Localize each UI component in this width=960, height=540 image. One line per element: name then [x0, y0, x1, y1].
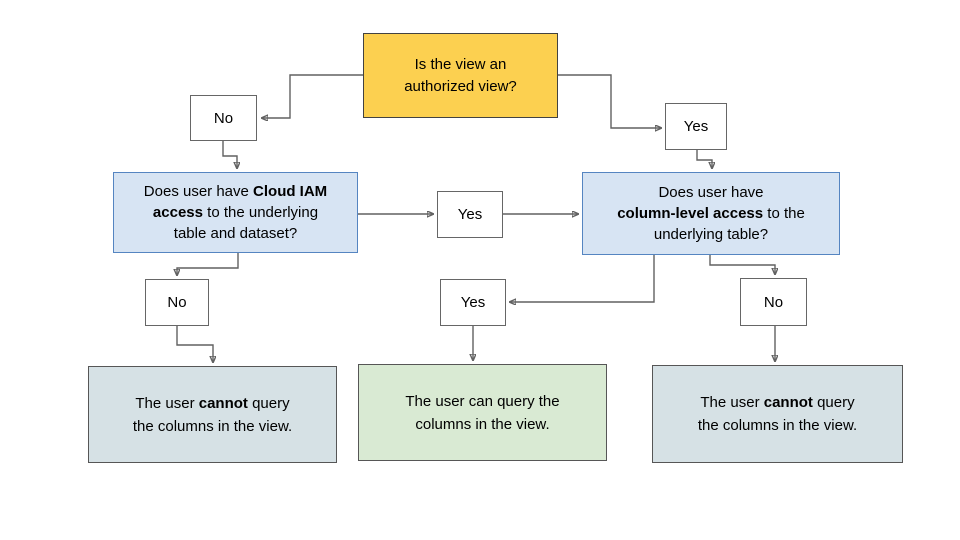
text-segment: The user	[700, 394, 764, 411]
branch-no-right: No	[740, 278, 807, 326]
connector-no-to-iam-question	[222, 141, 237, 168]
branch-yes-middle: Yes	[437, 191, 503, 238]
connector-root-to-no	[262, 74, 363, 118]
text-segment: Does user have	[143, 183, 254, 200]
text-line: table and dataset?	[173, 225, 298, 242]
text-line: Is the view an	[414, 55, 507, 73]
text-line: authorized view?	[404, 77, 517, 95]
text-line: columns in the view.	[415, 415, 550, 433]
branch-label: Yes	[683, 118, 709, 135]
text-segment: query	[812, 394, 855, 411]
text-bold: access	[152, 204, 203, 221]
result-can-query: The user can query the columns in the vi…	[358, 364, 607, 461]
branch-yes-top: Yes	[665, 103, 727, 150]
branch-label: Yes	[457, 206, 483, 223]
connector-column-to-yes-center	[510, 255, 655, 302]
text-segment: to the underlying	[202, 204, 319, 221]
text-bold: cannot	[198, 394, 248, 412]
text-line: underlying table?	[653, 226, 769, 243]
result-cannot-query-left: The user cannot query the columns in the…	[88, 366, 337, 463]
question-authorized-view: Is the view an authorized view?	[363, 33, 558, 118]
branch-label: No	[167, 294, 187, 311]
branch-label: No	[213, 109, 234, 127]
question-column-level-access: Does user have column-level access to th…	[582, 172, 840, 255]
result-cannot-query-right: The user cannot query the columns in the…	[652, 365, 903, 463]
question-cloud-iam-access: Does user have Cloud IAM access to the u…	[113, 172, 358, 253]
connector-iam-to-no-left	[177, 253, 239, 275]
text-segment: query	[247, 394, 290, 412]
text-bold: cannot	[763, 394, 813, 411]
text-bold: Cloud IAM	[253, 183, 328, 200]
branch-yes-center: Yes	[440, 279, 506, 326]
text-line: the columns in the view.	[697, 417, 858, 434]
branch-label: No	[763, 293, 784, 311]
connector-column-to-no-right	[709, 255, 775, 274]
connector-yes-to-column-question	[696, 150, 712, 168]
branch-no-left: No	[145, 279, 209, 326]
text-segment: to the	[763, 205, 805, 222]
connector-no-left-to-cannot-left	[176, 326, 213, 362]
text-bold: column-level access	[617, 205, 764, 222]
text-line: The user can query the	[405, 392, 560, 410]
branch-no-top: No	[190, 95, 257, 141]
text-line: Does user have	[658, 184, 764, 201]
text-segment: The user	[135, 394, 199, 412]
branch-label: Yes	[460, 294, 486, 311]
text-line: the columns in the view.	[132, 417, 293, 435]
connector-root-to-yes	[558, 74, 661, 128]
